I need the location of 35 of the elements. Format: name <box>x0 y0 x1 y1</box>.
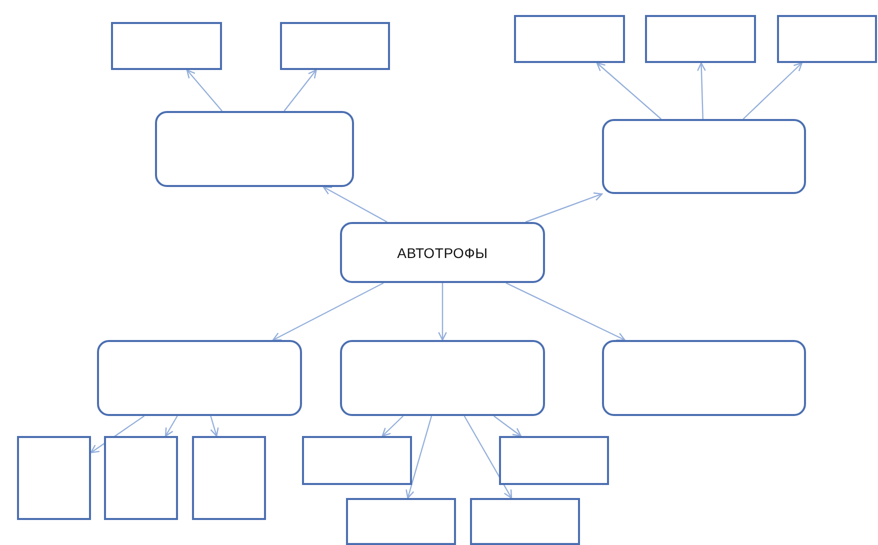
empty-box <box>104 436 178 520</box>
empty-box <box>302 436 412 485</box>
empty-box <box>111 22 222 70</box>
empty-box <box>192 436 266 520</box>
empty-box <box>97 340 302 416</box>
arrow <box>438 283 447 341</box>
empty-box <box>155 111 354 187</box>
arrow <box>186 69 222 112</box>
empty-box <box>777 15 877 63</box>
empty-box <box>470 498 580 545</box>
arrow <box>696 62 706 120</box>
arrow <box>322 186 388 223</box>
arrow <box>506 282 626 341</box>
arrow <box>284 69 317 112</box>
arrow <box>596 62 662 120</box>
node-label: АВТОТРОФЫ <box>397 244 488 260</box>
empty-box <box>602 340 806 416</box>
arrow <box>406 416 432 499</box>
arrow <box>742 62 802 120</box>
arrow <box>382 416 404 437</box>
empty-box <box>346 498 456 545</box>
empty-box <box>499 436 609 485</box>
empty-box <box>17 436 91 520</box>
empty-box <box>602 119 806 194</box>
arrow <box>210 416 219 437</box>
empty-box <box>340 340 545 416</box>
empty-box <box>645 15 756 63</box>
empty-box <box>280 22 390 70</box>
concept-box <box>340 222 545 283</box>
arrow <box>525 192 603 223</box>
arrow <box>272 282 384 341</box>
arrow <box>164 416 178 437</box>
arrow <box>464 416 512 499</box>
empty-box <box>514 15 625 63</box>
arrow <box>494 416 522 437</box>
